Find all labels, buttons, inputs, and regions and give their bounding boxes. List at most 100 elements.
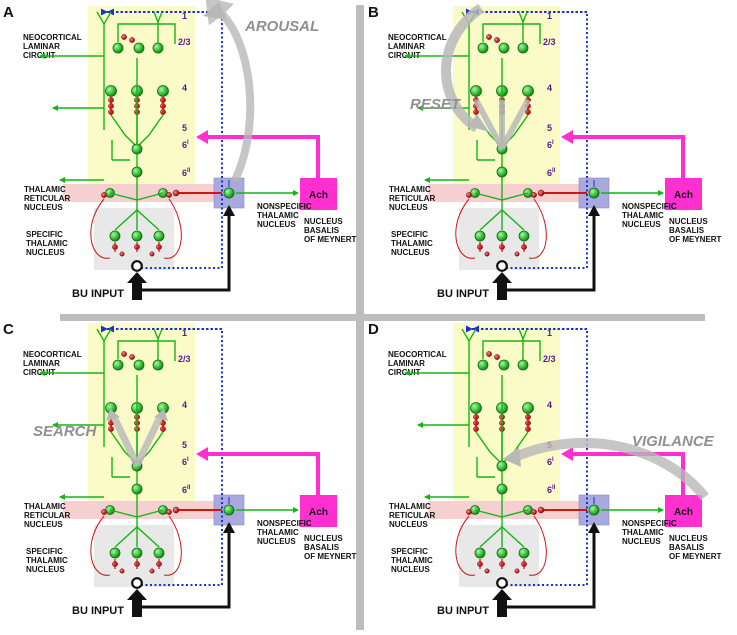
thalamocortical-axon [474,509,503,518]
dendrite-branch [117,340,176,361]
neuron-node-icon [131,547,143,559]
reset-spread [473,98,505,150]
cortex-region [88,6,195,184]
neuron-node-icon [498,42,510,54]
arrowhead-icon [588,205,600,216]
neuron-node-icon [477,42,489,54]
layer-label: 2/3 [178,37,191,47]
layer-label: 2/3 [543,37,556,47]
neuron-node-icon [496,483,508,495]
arrowhead-icon [223,205,235,216]
neuron-node-icon [131,166,143,178]
layer-label: 6I [182,457,189,467]
ach-label: Ach [309,190,328,201]
neuron-node-icon [157,85,169,97]
neuron-node-icon [112,359,124,371]
arrowhead-icon [469,114,489,132]
neuron-node-icon [474,230,486,242]
ach-modulation-arrow [206,452,320,495]
bu-input-arrow [492,589,512,617]
bu-input-arrow [127,272,147,300]
inhibitory-synapse-icon [484,568,490,574]
inhibitory-arc [90,198,111,259]
process-label: VIGILANCE [632,433,715,450]
feedback-loop [466,8,588,269]
converging-axon [110,114,138,148]
ach-box [665,178,702,210]
bu-input-label: BU INPUT [437,288,489,300]
inhibitory-synapse-icon [486,34,492,40]
horizontal-divider [60,314,705,321]
neuron-node-icon [518,230,530,242]
bu-input-label: BU INPUT [437,605,489,617]
dendrite-branch [482,23,541,44]
layer-label: 1 [182,11,187,21]
inhibitory-synapse-icon [531,192,537,198]
neuron-node-icon [470,402,482,414]
neuron-node-icon [470,85,482,97]
inhibitory-synapse-icon [149,251,155,257]
input-node-icon [131,577,143,589]
layer-label: 4 [182,400,187,410]
neuron-node-icon [517,359,529,371]
search-spread [110,415,141,467]
panel-letter: C [3,321,14,338]
inhibitory-synapse-icon [121,34,127,40]
input-node-icon [131,260,143,272]
neuron-node-icon [133,42,145,54]
inhibitory-arc [163,198,182,259]
layer-label: 4 [547,83,552,93]
ach-box [300,495,337,527]
panel-letter: A [3,4,14,21]
converging-axon [475,431,503,465]
arrowhead-icon [154,409,168,421]
neuron-node-icon [496,230,508,242]
thalamocortical-axon [501,509,529,518]
ach-box [665,495,702,527]
neuron-node-icon [133,359,145,371]
layer-label: 4 [182,83,187,93]
neuron-node-icon [496,547,508,559]
thalamocortical-axon [479,209,525,231]
inhibitory-synapse-icon [119,251,125,257]
neuron-node-icon [131,143,143,155]
layer-label: 6I [547,140,554,150]
inhibitory-synapse-icon [101,509,107,515]
ach-modulation-arrow [206,135,320,178]
ach-label: Ach [674,190,693,201]
layer-label: 5 [182,440,187,450]
arrowhead-icon [106,409,120,421]
layer-label: 5 [547,123,552,133]
arrowhead-icon [203,2,227,20]
arrowhead-icon [561,130,573,144]
layer-label: 2/3 [543,354,556,364]
layer-label: 6II [547,168,556,178]
arrowhead-icon [196,447,208,461]
neuron-node-icon [223,504,235,516]
inhibitory-arc [528,515,547,576]
layer-label: 6II [547,485,556,495]
inhibitory-synapse-icon [466,509,472,515]
inhibitory-synapse-icon [121,351,127,357]
inhibitory-arc [455,515,476,576]
inhibitory-synapse-icon [166,509,172,515]
neuron-node-icon [522,402,534,414]
inhibitory-synapse-icon [149,568,155,574]
panel-letter: B [368,4,379,21]
layer-label: 6II [182,485,191,495]
neuron-node-icon [223,187,235,199]
neuron-node-icon [152,42,164,54]
inhibitory-synapse-icon [466,192,472,198]
